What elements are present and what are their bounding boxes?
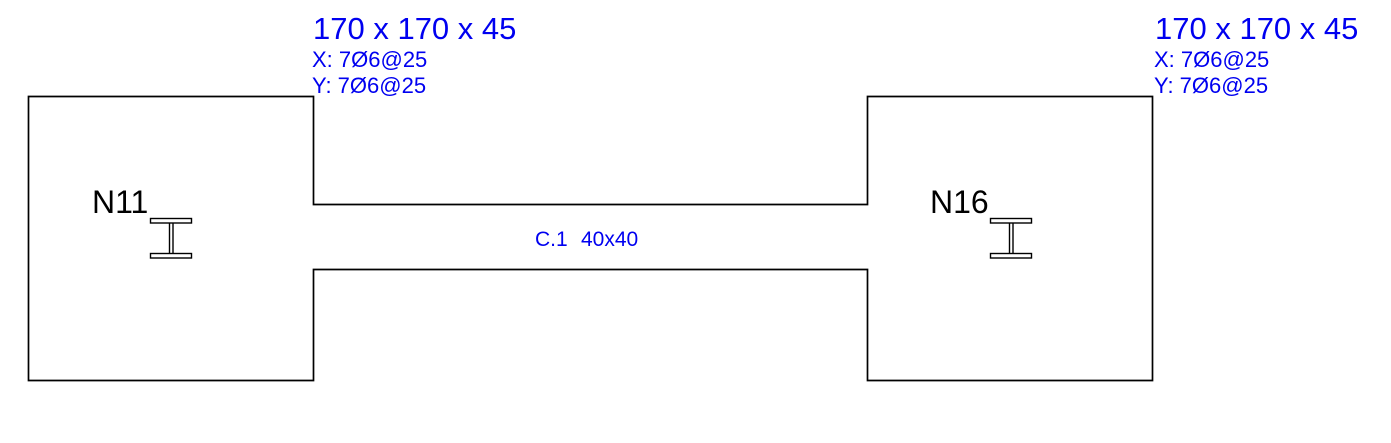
column-label: N16 (930, 184, 989, 220)
column-label: N11 (92, 184, 149, 220)
tie-beam-name-label: C.1 (535, 228, 568, 251)
footing-rebar-x-label: X: 7Ø6@25 (1154, 47, 1270, 72)
footing-dimensions-label: 170 x 170 x 45 (1155, 11, 1359, 46)
footing-dimensions-label: 170 x 170 x 45 (313, 11, 517, 46)
footing-rebar-x-label: X: 7Ø6@25 (312, 47, 428, 72)
steel-column-I-section-icon (989, 217, 1033, 259)
footing-rebar-y-label: Y: 7Ø6@25 (312, 73, 427, 98)
footing-rebar-y-label: Y: 7Ø6@25 (1154, 73, 1269, 98)
footings-and-beam-outline (27, 95, 1154, 382)
steel-column-I-section-icon (149, 217, 193, 259)
tie-beam-section-label: 40x40 (581, 228, 639, 251)
